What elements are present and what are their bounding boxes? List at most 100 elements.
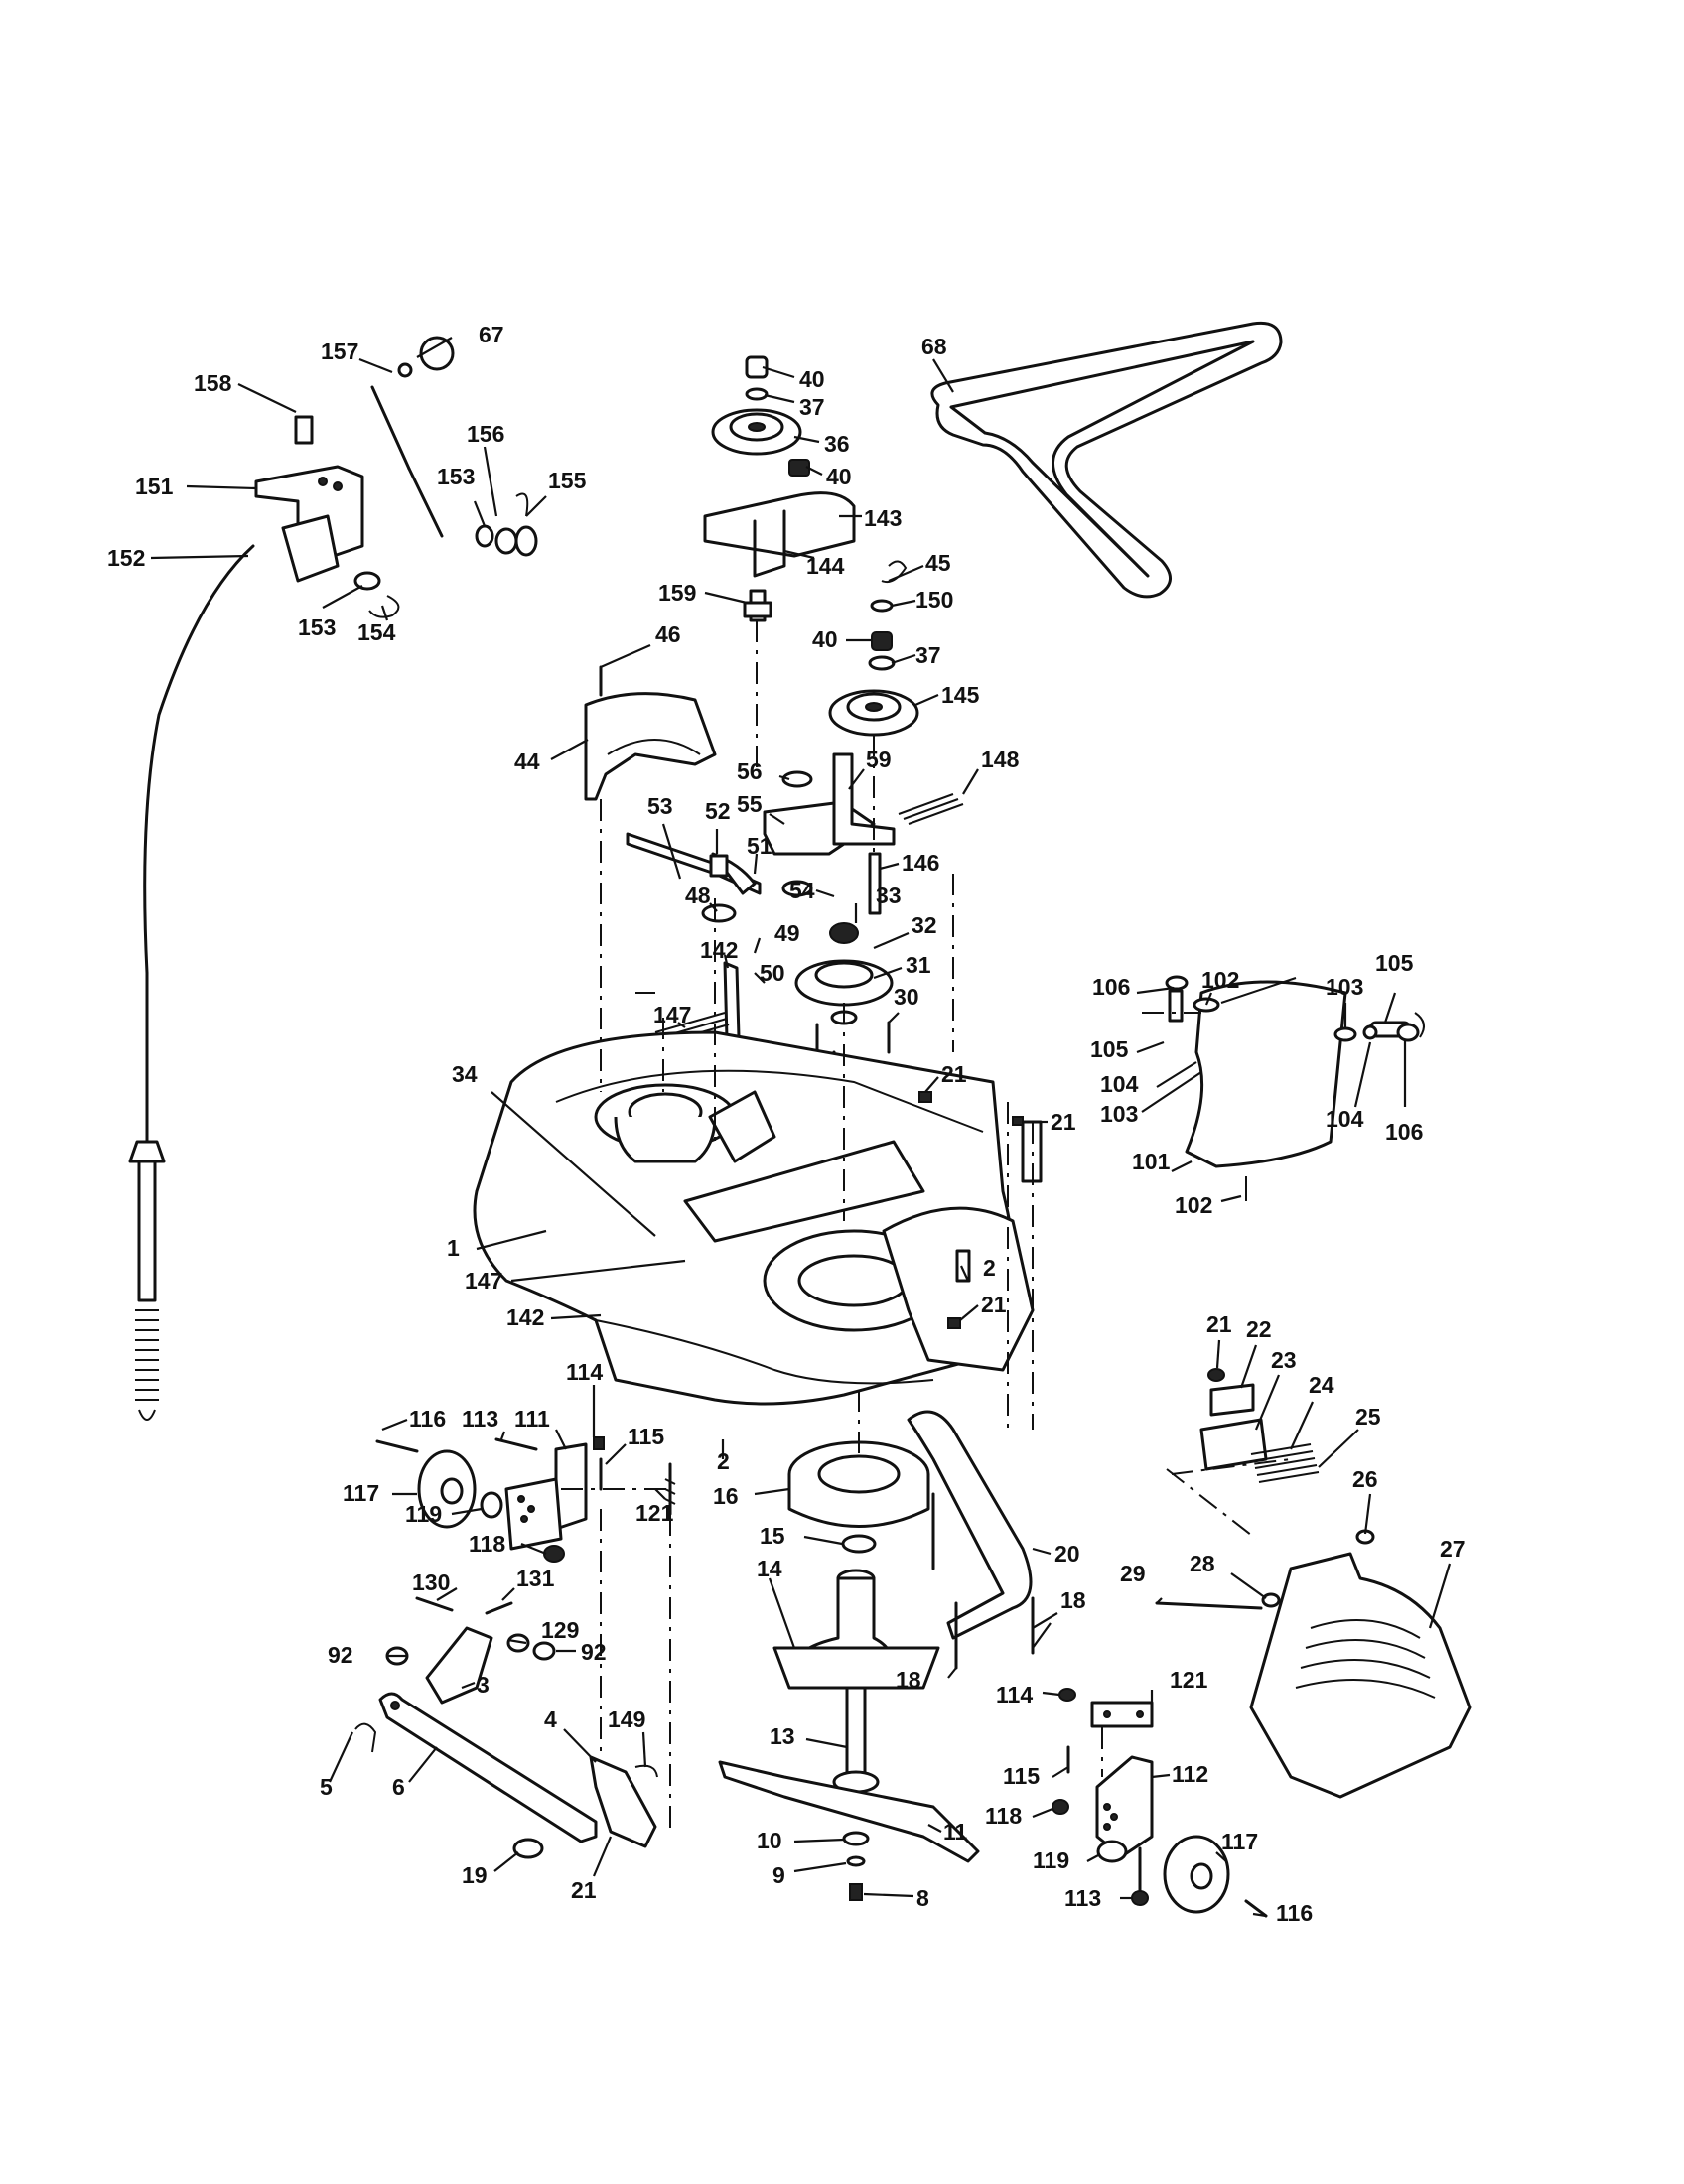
- callout: 18: [896, 1667, 921, 1693]
- callout: 19: [462, 1862, 488, 1888]
- callout: 13: [770, 1723, 795, 1749]
- callout: 56: [737, 758, 763, 784]
- callout: 113: [462, 1406, 498, 1432]
- callout: 92: [581, 1639, 607, 1665]
- callout: 156: [467, 421, 504, 447]
- callout: 21: [571, 1877, 597, 1903]
- callout: 1: [447, 1235, 460, 1261]
- callout: 25: [1355, 1404, 1381, 1430]
- callout: 149: [608, 1706, 645, 1732]
- callout: 40: [799, 366, 825, 392]
- callout: 44: [514, 749, 540, 774]
- callout: 59: [866, 747, 892, 772]
- callout: 22: [1246, 1316, 1272, 1342]
- callout: 52: [705, 798, 731, 824]
- belt-guard: [584, 665, 717, 801]
- callout: 121: [1170, 1667, 1208, 1693]
- idler-arm-assembly: [626, 752, 964, 923]
- callout: 153: [298, 614, 336, 640]
- callout: 20: [1054, 1541, 1080, 1567]
- callout: 152: [107, 545, 145, 571]
- callout: 21: [1206, 1311, 1232, 1337]
- front-hanger-bracket: [354, 1692, 658, 1859]
- callout: 117: [343, 1480, 379, 1506]
- callout: 53: [647, 793, 673, 819]
- callout: 36: [824, 431, 850, 457]
- callout: 50: [760, 960, 785, 986]
- callout: 151: [135, 474, 174, 499]
- callout: 116: [409, 1406, 446, 1432]
- left-gauge-wheel-assembly: [375, 1436, 676, 1563]
- callout: 2: [983, 1255, 996, 1281]
- callout: 49: [774, 920, 800, 946]
- callout: 32: [912, 912, 937, 938]
- callout: 67: [479, 322, 504, 347]
- callout: 150: [915, 587, 953, 613]
- callout: 55: [737, 791, 763, 817]
- callout: 29: [1120, 1561, 1146, 1586]
- callout: 113: [1064, 1885, 1101, 1911]
- callout: 23: [1271, 1347, 1297, 1373]
- blade-spindle-assembly: [718, 1440, 980, 1901]
- callout: 114: [566, 1359, 603, 1385]
- callout: 27: [1440, 1536, 1466, 1562]
- callout: 21: [1051, 1109, 1076, 1135]
- callout: 92: [328, 1642, 353, 1668]
- callout: 40: [812, 626, 838, 652]
- callout: 21: [941, 1061, 967, 1087]
- callout-labels: 68 40 37 36 40 143 144 159 45 150 40 37 …: [107, 322, 1466, 1926]
- callout: 101: [1132, 1149, 1171, 1174]
- callout: 102: [1175, 1192, 1212, 1218]
- callout: 114: [996, 1682, 1033, 1707]
- callout: 33: [876, 883, 902, 908]
- callout: 28: [1190, 1551, 1215, 1576]
- callout: 103: [1100, 1101, 1138, 1127]
- callout: 34: [452, 1061, 478, 1087]
- assembly-centerlines: [561, 620, 1292, 1832]
- callout: 153: [437, 464, 475, 489]
- callout: 105: [1375, 950, 1414, 976]
- front-lift-link-assembly: [385, 1596, 556, 1705]
- callout: 119: [1033, 1847, 1069, 1873]
- drive-belt: [930, 321, 1283, 599]
- callout: 37: [915, 642, 941, 668]
- callout: 117: [1221, 1829, 1258, 1854]
- callout: 106: [1385, 1119, 1423, 1145]
- callout: 30: [894, 984, 919, 1010]
- callout: 10: [757, 1828, 782, 1853]
- callout: 104: [1100, 1071, 1139, 1097]
- callout: 118: [985, 1803, 1022, 1829]
- callout: 37: [799, 394, 825, 420]
- callout: 158: [194, 370, 232, 396]
- callout: 102: [1201, 967, 1239, 993]
- callout: 106: [1092, 974, 1130, 1000]
- callout: 155: [548, 468, 587, 493]
- callout: 68: [921, 334, 947, 359]
- callout: 40: [826, 464, 852, 489]
- callout: 4: [544, 1706, 557, 1732]
- callout: 159: [658, 580, 696, 606]
- callout: 105: [1090, 1036, 1129, 1062]
- callout: 146: [902, 850, 939, 876]
- callout: 2: [717, 1448, 730, 1474]
- callout: 116: [1276, 1900, 1313, 1926]
- callout: 5: [320, 1774, 333, 1800]
- callout: 144: [806, 553, 845, 579]
- callout-leaders: [150, 337, 1452, 1918]
- callout: 131: [516, 1566, 555, 1591]
- callout: 51: [747, 833, 772, 859]
- callout: 129: [541, 1617, 579, 1643]
- callout: 21: [981, 1292, 1007, 1317]
- callout: 31: [906, 952, 931, 978]
- callout: 46: [655, 621, 681, 647]
- callout: 18: [1060, 1587, 1086, 1613]
- callout: 145: [941, 682, 980, 708]
- callout: 142: [506, 1304, 544, 1330]
- callout: 8: [916, 1885, 929, 1911]
- right-gauge-wheel-assembly: [1052, 1688, 1268, 1918]
- callout: 103: [1326, 974, 1363, 1000]
- idler-pulley-stack: [703, 355, 856, 622]
- callout: 154: [357, 619, 396, 645]
- callout: 130: [412, 1570, 450, 1595]
